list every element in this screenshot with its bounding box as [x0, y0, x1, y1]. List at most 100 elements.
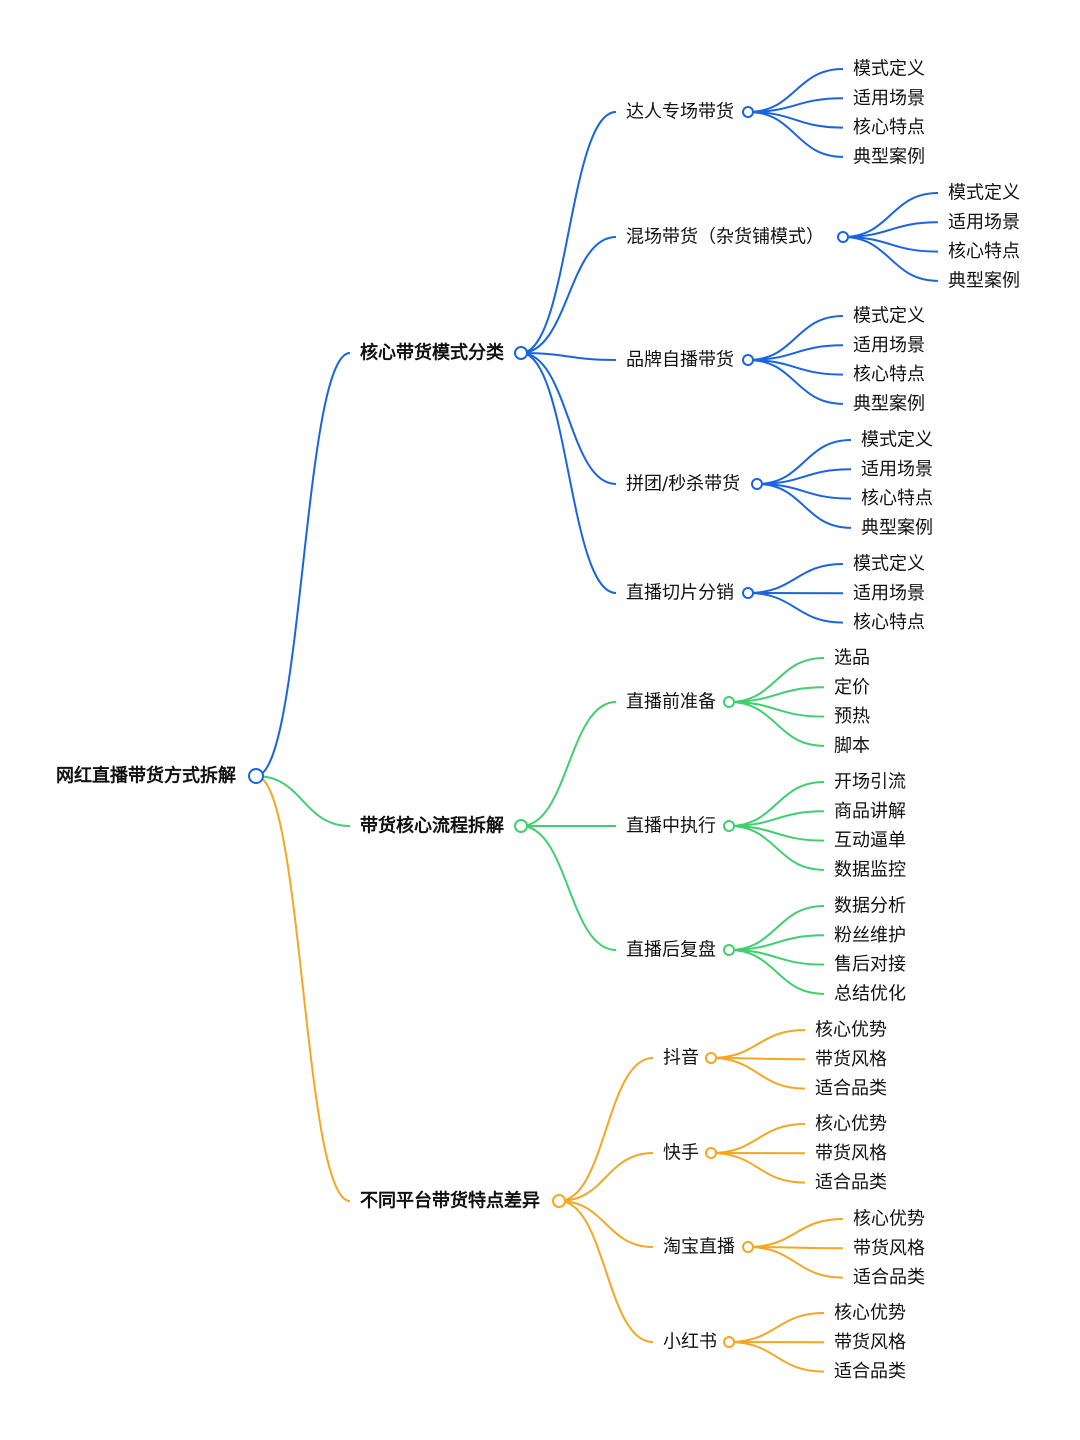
topic-node-label: 品牌自播带货: [626, 350, 734, 371]
leaf-node-label: 适用场景: [948, 212, 1020, 233]
root-node-label: 网红直播带货方式拆解: [56, 765, 236, 787]
leaf-node-label: 商品讲解: [834, 801, 906, 822]
leaf-node-label: 带货风格: [853, 1238, 925, 1259]
topic-node-dot[interactable]: [723, 944, 735, 956]
branch-node-label: 核心带货模式分类: [360, 342, 505, 364]
branch-node-dot[interactable]: [514, 819, 528, 833]
topic-node-label: 达人专场带货: [626, 102, 734, 123]
edge-topic-to-leaf: [842, 236, 939, 282]
edge-branch-to-topic: [520, 701, 617, 827]
topic-node-dot[interactable]: [742, 1241, 754, 1253]
leaf-node-label: 售后对接: [834, 954, 906, 975]
edge-topic-to-leaf: [747, 563, 844, 594]
topic-node-dot[interactable]: [723, 1336, 735, 1348]
leaf-node-label: 核心优势: [815, 1114, 887, 1135]
leaf-node-label: 总结优化: [834, 983, 906, 1004]
edge-topic-to-leaf: [747, 592, 844, 624]
edge-root-to-branch: [255, 352, 351, 777]
branch-node-label: 带货核心流程拆解: [360, 815, 504, 837]
edge-topic-to-leaf: [710, 1057, 806, 1090]
leaf-node-label: 模式定义: [861, 430, 933, 451]
branch-node-dot[interactable]: [514, 346, 528, 360]
leaf-node-label: 带货风格: [815, 1143, 887, 1164]
edge-topic-to-leaf: [710, 1152, 806, 1184]
leaf-node-label: 适用场景: [853, 88, 925, 109]
leaf-node-label: 模式定义: [853, 306, 925, 327]
edge-branch-to-topic: [520, 352, 617, 485]
topic-node-label: 淘宝直播: [663, 1237, 735, 1258]
leaf-node-label: 核心特点: [853, 117, 925, 138]
topic-node-dot[interactable]: [742, 354, 754, 366]
leaf-node-label: 数据监控: [834, 859, 906, 880]
leaf-node-label: 选品: [834, 648, 870, 669]
edge-root-to-branch: [255, 775, 351, 1202]
branch-node-label: 不同平台带货特点差异: [360, 1190, 540, 1212]
edge-branch-to-topic: [520, 352, 617, 594]
topic-node-label: 小红书: [663, 1332, 717, 1353]
topic-node-label: 直播切片分销: [626, 583, 734, 604]
edge-topic-to-leaf: [710, 1123, 806, 1154]
leaf-node-label: 适用场景: [853, 583, 925, 604]
leaf-node-label: 预热: [834, 706, 870, 727]
edge-topic-to-leaf: [710, 1029, 806, 1059]
leaf-node-label: 适用场景: [853, 335, 925, 356]
leaf-node-label: 核心特点: [853, 364, 925, 385]
edge-topic-to-leaf: [747, 68, 844, 113]
topic-node-label: 拼团/秒杀带货: [626, 474, 740, 495]
edge-topic-to-leaf: [756, 439, 852, 485]
leaf-node-label: 带货风格: [815, 1049, 887, 1070]
topic-node-dot[interactable]: [751, 478, 763, 490]
leaf-node-label: 模式定义: [853, 59, 925, 80]
topic-node-dot[interactable]: [705, 1052, 717, 1064]
leaf-node-label: 核心特点: [853, 612, 925, 633]
topic-node-label: 混场带货（杂货铺模式）: [626, 227, 824, 248]
leaf-node-label: 核心优势: [834, 1303, 906, 1324]
branch-node-dot[interactable]: [552, 1194, 566, 1208]
leaf-node-label: 脚本: [834, 735, 870, 756]
topic-node-dot[interactable]: [837, 231, 849, 243]
leaf-node-label: 典型案例: [853, 393, 925, 414]
root-node-dot[interactable]: [248, 768, 264, 784]
leaf-node-label: 典型案例: [948, 270, 1020, 291]
topic-node-label: 快手: [663, 1143, 699, 1164]
leaf-node-label: 适合品类: [815, 1172, 887, 1193]
topic-node-label: 直播前准备: [626, 692, 716, 713]
edge-branch-to-topic: [520, 352, 617, 361]
edge-topic-to-leaf: [747, 315, 844, 361]
edge-branch-to-topic: [558, 1200, 654, 1343]
leaf-node-label: 互动逼单: [834, 830, 906, 851]
leaf-node-label: 定价: [834, 677, 870, 698]
edge-branch-to-topic: [558, 1057, 654, 1202]
edge-topic-to-leaf: [747, 111, 844, 158]
edges-layer: [255, 68, 939, 1373]
edge-topic-to-leaf: [747, 359, 844, 405]
edge-topic-to-leaf: [728, 657, 825, 703]
leaf-node-label: 核心优势: [853, 1209, 925, 1230]
topic-node-dot[interactable]: [742, 106, 754, 118]
leaf-node-label: 核心优势: [815, 1020, 887, 1041]
edge-topic-to-leaf: [756, 483, 852, 529]
edge-topic-to-leaf: [747, 1246, 844, 1279]
topic-node-dot[interactable]: [723, 820, 735, 832]
edge-root-to-branch: [255, 775, 351, 827]
leaf-node-label: 开场引流: [834, 772, 906, 793]
edge-topic-to-leaf: [728, 781, 825, 827]
leaf-node-label: 核心特点: [948, 241, 1020, 262]
leaf-node-label: 模式定义: [948, 183, 1020, 204]
topic-node-dot[interactable]: [742, 587, 754, 599]
topic-node-dot[interactable]: [723, 696, 735, 708]
edge-topic-to-leaf: [842, 192, 939, 238]
nodes-layer: 网红直播带货方式拆解核心带货模式分类达人专场带货模式定义适用场景核心特点典型案例…: [56, 59, 1020, 1383]
edge-topic-to-leaf: [728, 825, 825, 871]
edge-branch-to-topic: [558, 1152, 654, 1202]
leaf-node-label: 模式定义: [853, 554, 925, 575]
edge-branch-to-topic: [520, 236, 617, 354]
leaf-node-label: 典型案例: [853, 146, 925, 167]
edge-topic-to-leaf: [728, 701, 825, 747]
leaf-node-label: 适用场景: [861, 459, 933, 480]
leaf-node-label: 带货风格: [834, 1332, 906, 1353]
edge-branch-to-topic: [558, 1200, 654, 1248]
topic-node-dot[interactable]: [705, 1147, 717, 1159]
edge-branch-to-topic: [520, 111, 617, 354]
